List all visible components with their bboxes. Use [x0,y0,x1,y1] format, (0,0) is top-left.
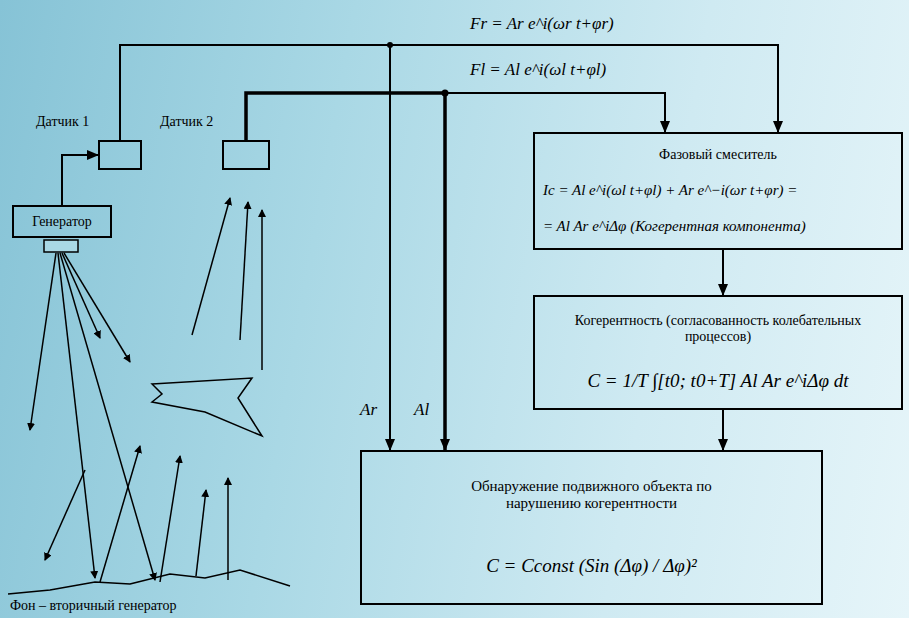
signal-label: Fr = Ar e^i(ωr t+φr) [470,14,614,34]
formula-text: C = Cconst (Sin (Δφ) / Δφ)² [370,555,813,577]
generator-box: Генератор [12,205,112,238]
signal-label: Ar [360,400,377,420]
ground-line [8,570,290,594]
ray [240,202,248,340]
sensor-label: Датчик 1 [36,114,89,130]
signal-label: Al [414,400,429,420]
emitter [44,240,78,252]
ray [100,446,140,582]
formula-text: C = 1/T ∫[t0; t0+T] Al Ar e^iΔφ dt [543,370,893,392]
box-heading: Фазовый смеситель [543,147,893,163]
signal-line [246,93,445,450]
signal-line [722,410,724,450]
ray [192,198,230,335]
ray [30,253,56,430]
ray [160,456,180,582]
signal-label: Fl = Al e^i(ωl t+φl) [470,60,606,80]
box-heading: Генератор [22,214,102,230]
mixer-box: Фазовый смеситель Ic = Al e^i(ωl t+φl) + … [533,132,903,250]
signal-line [62,155,98,205]
box-heading: Когерентность (согласованность колебател… [543,313,893,345]
ray [227,478,229,580]
signal-line [120,45,390,450]
junction-dot [387,42,393,48]
ray [261,210,263,370]
ray [196,490,206,576]
ray [60,253,155,580]
background-label: Фон – вторичный генератор [10,598,176,614]
formula-text: Ic = Al e^i(ωl t+φl) + Ar e^−i(ωr t+φr) … [543,182,893,199]
sensor-box: Датчик 1 [98,140,142,170]
ray [64,253,130,362]
sensor-box: Датчик 2 [222,140,270,170]
aircraft [152,378,262,436]
ray [58,253,95,578]
box-heading: Обнаружение подвижного объекта по наруше… [447,478,737,512]
formula-text: = Al Ar e^iΔφ (Когерентная компонента) [543,218,893,235]
sensor-label: Датчик 2 [160,114,213,130]
signal-line [120,45,778,140]
wave-rays [30,198,262,582]
coherence-box: Когерентность (согласованность колебател… [533,295,903,410]
ray [62,253,100,338]
ray [45,470,85,560]
signal-line [722,250,724,295]
detection-box: Обнаружение подвижного объекта по наруше… [360,450,823,605]
junction-dot [442,90,449,97]
